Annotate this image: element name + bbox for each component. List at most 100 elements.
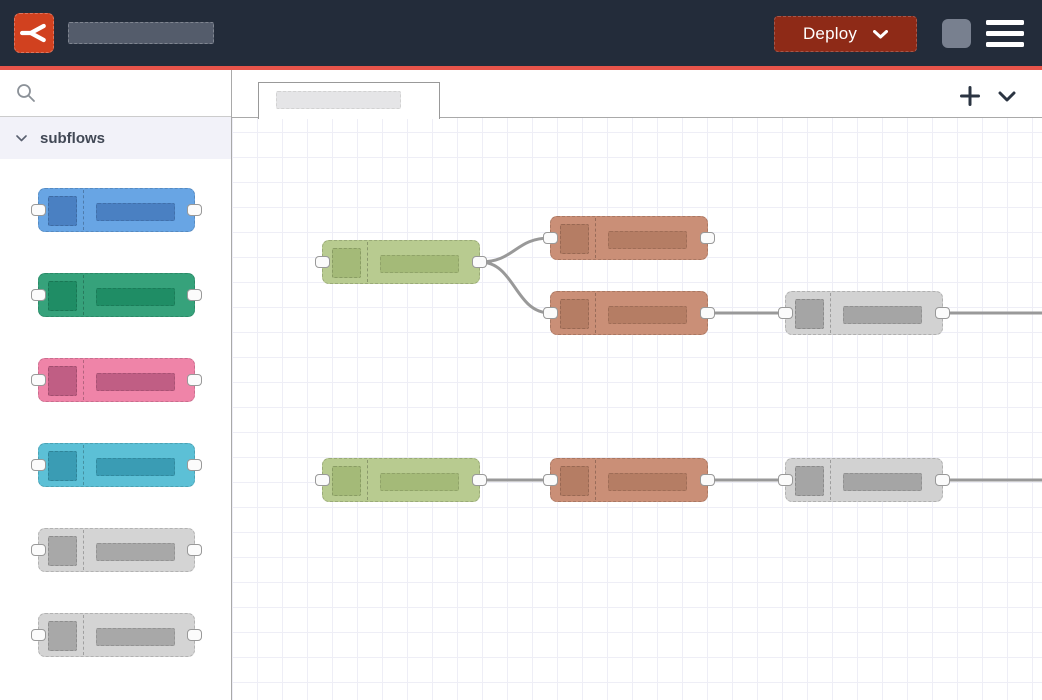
flow-tab-label-placeholder bbox=[276, 91, 401, 109]
node-divider bbox=[367, 460, 368, 500]
node-label-placeholder bbox=[608, 231, 687, 249]
node-output-port[interactable] bbox=[187, 204, 202, 216]
workspace-tab-bar bbox=[232, 70, 1042, 119]
node-divider bbox=[367, 242, 368, 282]
palette-node-subflow-cyan[interactable] bbox=[31, 443, 202, 487]
node-divider bbox=[595, 218, 596, 258]
flow-node-green[interactable] bbox=[315, 458, 487, 502]
node-icon bbox=[48, 536, 77, 566]
palette-node-subflow-blue[interactable] bbox=[31, 188, 202, 232]
flow-node-gray[interactable] bbox=[778, 458, 950, 502]
node-divider bbox=[83, 615, 84, 655]
chevron-down-icon bbox=[873, 29, 889, 38]
node-input-port[interactable] bbox=[31, 544, 46, 556]
node-label-placeholder bbox=[843, 473, 922, 491]
node-input-port[interactable] bbox=[31, 204, 46, 216]
node-label-placeholder bbox=[380, 255, 459, 273]
node-output-port[interactable] bbox=[187, 459, 202, 471]
node-output-port[interactable] bbox=[935, 307, 950, 319]
node-label-placeholder bbox=[96, 288, 175, 306]
palette-category-subflows[interactable]: subflows bbox=[0, 117, 231, 159]
node-icon bbox=[560, 466, 589, 496]
node-output-port[interactable] bbox=[187, 374, 202, 386]
flow-node-salmon[interactable] bbox=[543, 216, 715, 260]
node-icon bbox=[48, 366, 77, 396]
wire[interactable] bbox=[478, 260, 552, 315]
node-output-port[interactable] bbox=[187, 629, 202, 641]
node-icon bbox=[560, 299, 589, 329]
node-output-port[interactable] bbox=[700, 307, 715, 319]
node-icon bbox=[48, 281, 77, 311]
node-input-port[interactable] bbox=[315, 256, 330, 268]
deploy-button-label: Deploy bbox=[802, 24, 858, 43]
node-icon bbox=[795, 299, 824, 329]
flow-node-salmon[interactable] bbox=[543, 291, 715, 335]
header-title-placeholder bbox=[68, 22, 214, 44]
node-icon bbox=[332, 248, 361, 278]
node-output-port[interactable] bbox=[935, 474, 950, 486]
header-accent-line bbox=[0, 66, 1042, 70]
node-icon bbox=[560, 224, 589, 254]
palette-node-subflow-gray-1[interactable] bbox=[31, 528, 202, 572]
node-divider bbox=[83, 275, 84, 315]
node-output-port[interactable] bbox=[700, 232, 715, 244]
node-output-port[interactable] bbox=[472, 256, 487, 268]
node-icon bbox=[48, 196, 77, 226]
node-input-port[interactable] bbox=[543, 232, 558, 244]
node-icon bbox=[48, 621, 77, 651]
node-input-port[interactable] bbox=[31, 289, 46, 301]
node-divider bbox=[83, 445, 84, 485]
node-label-placeholder bbox=[96, 543, 175, 561]
node-label-placeholder bbox=[843, 306, 922, 324]
node-icon bbox=[48, 451, 77, 481]
user-avatar[interactable] bbox=[942, 19, 971, 48]
add-flow-button[interactable] bbox=[957, 84, 983, 108]
node-input-port[interactable] bbox=[778, 474, 793, 486]
flow-node-gray[interactable] bbox=[778, 291, 950, 335]
flow-node-salmon[interactable] bbox=[543, 458, 715, 502]
node-input-port[interactable] bbox=[31, 459, 46, 471]
node-icon bbox=[795, 466, 824, 496]
node-label-placeholder bbox=[96, 373, 175, 391]
flow-node-green[interactable] bbox=[315, 240, 487, 284]
node-label-placeholder bbox=[608, 473, 687, 491]
palette-category-label: subflows bbox=[40, 129, 106, 147]
chevron-down-icon bbox=[998, 91, 1016, 101]
wire-layer bbox=[478, 236, 1042, 482]
palette-node-subflow-pink[interactable] bbox=[31, 358, 202, 402]
node-output-port[interactable] bbox=[700, 474, 715, 486]
plus-icon bbox=[960, 86, 980, 106]
chevron-down-icon bbox=[16, 134, 27, 141]
node-divider bbox=[830, 293, 831, 333]
node-divider bbox=[83, 360, 84, 400]
node-input-port[interactable] bbox=[543, 474, 558, 486]
palette-node-subflow-green[interactable] bbox=[31, 273, 202, 317]
wire[interactable] bbox=[478, 236, 552, 264]
node-label-placeholder bbox=[96, 628, 175, 646]
palette-node-subflow-gray-2[interactable] bbox=[31, 613, 202, 657]
main-menu-icon[interactable] bbox=[986, 20, 1024, 47]
node-label-placeholder bbox=[96, 458, 175, 476]
flow-canvas[interactable] bbox=[232, 118, 1042, 700]
node-input-port[interactable] bbox=[543, 307, 558, 319]
node-input-port[interactable] bbox=[778, 307, 793, 319]
node-input-port[interactable] bbox=[31, 374, 46, 386]
flow-tab[interactable] bbox=[258, 82, 440, 119]
node-icon bbox=[332, 466, 361, 496]
node-output-port[interactable] bbox=[187, 289, 202, 301]
flow-list-button[interactable] bbox=[994, 84, 1020, 108]
node-divider bbox=[830, 460, 831, 500]
node-divider bbox=[83, 190, 84, 230]
deploy-button[interactable]: Deploy bbox=[774, 16, 917, 52]
search-icon bbox=[17, 84, 35, 102]
header-bar: Deploy bbox=[0, 0, 1042, 66]
node-divider bbox=[83, 530, 84, 570]
palette-search[interactable] bbox=[0, 70, 231, 117]
node-label-placeholder bbox=[608, 306, 687, 324]
node-input-port[interactable] bbox=[315, 474, 330, 486]
node-output-port[interactable] bbox=[472, 474, 487, 486]
node-input-port[interactable] bbox=[31, 629, 46, 641]
node-red-logo-icon[interactable] bbox=[14, 13, 54, 53]
node-output-port[interactable] bbox=[187, 544, 202, 556]
node-label-placeholder bbox=[96, 203, 175, 221]
